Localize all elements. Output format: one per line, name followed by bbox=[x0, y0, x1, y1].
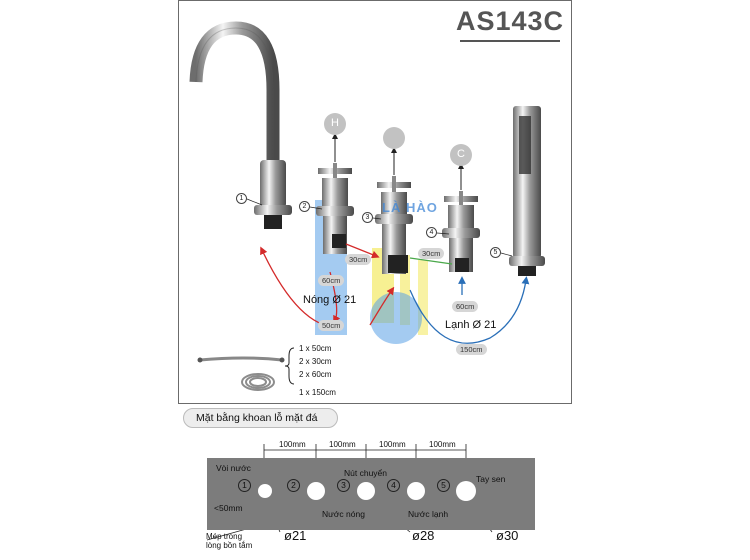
part-number-2: 2 bbox=[299, 201, 310, 212]
model-number: AS143C bbox=[455, 6, 565, 36]
label-hot-water: Nước nóng bbox=[322, 509, 365, 519]
label-cold-water: Nước lạnh bbox=[408, 509, 449, 519]
spacing-1: 100mm bbox=[279, 440, 306, 449]
hot-badge: H bbox=[331, 117, 339, 129]
accessory-item-4: 1 x 150cm bbox=[299, 388, 336, 397]
hole-2 bbox=[307, 482, 325, 500]
label-edge-gap: <50mm bbox=[214, 503, 243, 513]
shower-hose-150 bbox=[409, 276, 530, 344]
hole-number-1: 1 bbox=[238, 479, 251, 492]
diameter-30: ø30 bbox=[496, 528, 519, 543]
hot-valve-part bbox=[316, 163, 354, 254]
accessory-brace bbox=[284, 347, 295, 385]
hose-length-30-left: 30cm bbox=[345, 254, 372, 265]
drilling-title: Mặt bằng khoan lỗ mặt đá bbox=[196, 412, 318, 424]
hose-length-150: 150cm bbox=[456, 344, 487, 355]
hot-hose-label: Nóng Ø 21 bbox=[303, 294, 357, 306]
label-shower: Tay sen bbox=[476, 474, 506, 484]
label-switch: Nút chuyển bbox=[344, 468, 387, 478]
diameter-21: ø21 bbox=[284, 528, 307, 543]
cold-badge: C bbox=[457, 148, 465, 160]
label-inner-edge-line2: lòng bồn tắm bbox=[206, 541, 253, 550]
spacing-2: 100mm bbox=[329, 440, 356, 449]
label-inner-edge-line1: Mép trong bbox=[206, 532, 243, 541]
hole-4 bbox=[407, 482, 425, 500]
hole-number-4: 4 bbox=[387, 479, 400, 492]
part-number-1: 1 bbox=[236, 193, 247, 204]
hose-length-50: 50cm bbox=[318, 320, 345, 331]
hose-30-right bbox=[409, 257, 453, 265]
hose-length-hot-60: 60cm bbox=[318, 275, 345, 286]
spout-part bbox=[189, 21, 292, 229]
hole-5 bbox=[456, 481, 476, 501]
hole-number-3: 3 bbox=[337, 479, 350, 492]
watermark-yellow-bar-2 bbox=[400, 255, 410, 325]
label-spout: Vòi nước bbox=[216, 463, 251, 473]
model-underline bbox=[460, 40, 560, 42]
accessory-item-2: 2 x 30cm bbox=[299, 357, 332, 366]
hole-number-2: 2 bbox=[287, 479, 300, 492]
part-number-5: 5 bbox=[490, 247, 501, 258]
part-number-3: 3 bbox=[362, 212, 373, 223]
straight-hose-accessory bbox=[199, 356, 283, 362]
cold-valve-part bbox=[442, 191, 480, 272]
hose-length-30-right: 30cm bbox=[418, 248, 445, 259]
accessory-item-3: 2 x 60cm bbox=[299, 370, 332, 379]
hole-3 bbox=[357, 482, 375, 500]
cold-badge-circle bbox=[450, 144, 472, 166]
hand-shower-part bbox=[509, 106, 545, 276]
spacing-3: 100mm bbox=[379, 440, 406, 449]
watermark-text: LÀ HÀO bbox=[382, 200, 438, 215]
watermark-yellow-bar-3 bbox=[418, 260, 428, 335]
hole-1 bbox=[258, 484, 272, 498]
coiled-hose-accessory bbox=[241, 373, 275, 391]
accessory-item-1: 1 x 50cm bbox=[299, 344, 332, 353]
cold-hose-label: Lạnh Ø 21 bbox=[445, 319, 497, 331]
diverter-badge-circle bbox=[383, 127, 405, 149]
watermark-blue-circle bbox=[370, 292, 422, 344]
hole-number-5: 5 bbox=[437, 479, 450, 492]
drilling-title-bar bbox=[183, 408, 338, 428]
spacing-4: 100mm bbox=[429, 440, 456, 449]
diameter-28: ø28 bbox=[412, 528, 435, 543]
diverter-part bbox=[375, 176, 413, 274]
part-number-4: 4 bbox=[426, 227, 437, 238]
red-hose-link bbox=[369, 286, 395, 326]
hose-length-cold-60: 60cm bbox=[452, 301, 479, 312]
label-inner-edge: Mép trong lòng bồn tắm bbox=[206, 532, 252, 550]
hose-30-left bbox=[345, 243, 380, 259]
hot-badge-circle bbox=[324, 113, 346, 135]
